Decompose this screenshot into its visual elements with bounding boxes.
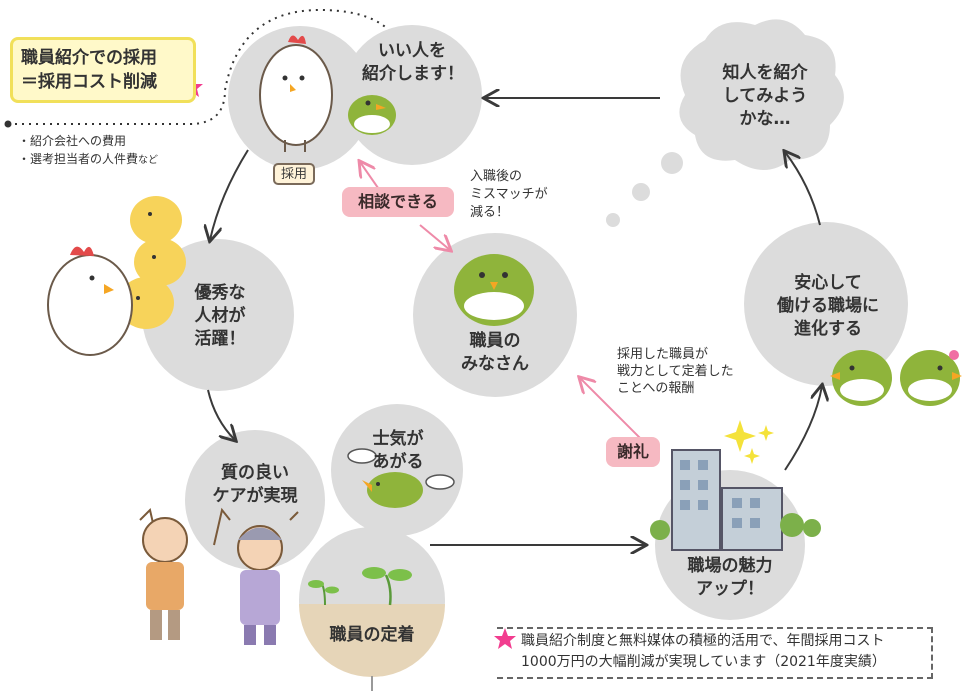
- mismatch-text: 入職後の ミスマッチが 減る！: [470, 168, 548, 222]
- hire-tag: 採用: [273, 163, 315, 185]
- appeal-line1: 職場の魅力: [687, 556, 773, 576]
- reward-arrow: [580, 378, 643, 441]
- appeal-line2: アップ！: [696, 579, 764, 599]
- reward-desc: 採用した職員が 戦力として定着した ことへの報酬: [617, 346, 734, 397]
- evolve-circle: [744, 222, 908, 386]
- grandparents-icon: [139, 507, 299, 645]
- callout-line1: 職員紹介での採用: [21, 48, 157, 68]
- cost-callout: 職員紹介での採用 ＝採用コスト削減: [10, 37, 196, 103]
- buildings-icon: [650, 449, 821, 551]
- reward-line3: ことへの報酬: [617, 381, 695, 396]
- morale-circle: [331, 404, 463, 536]
- cost-item-2-text: ・選考担当者の人件費: [18, 152, 139, 166]
- mismatch-line1: 入職後の: [470, 169, 523, 184]
- chicks-and-chicken-icon: [47, 196, 186, 356]
- staff-text: 職員の みなさん: [445, 330, 545, 376]
- consult-pill: 相談できる: [342, 187, 454, 217]
- arrow-excellent-to-care: [207, 389, 235, 440]
- thought-cloud: [606, 19, 844, 227]
- thought-line2: してみよう: [722, 86, 808, 106]
- connector-dot: [4, 120, 12, 128]
- star-icon: [494, 628, 516, 649]
- arrow-hire-to-excellent: [210, 149, 249, 240]
- arrow-evolve-to-thought: [785, 152, 821, 226]
- excellent-line2: 人材が: [194, 306, 246, 326]
- thought-line1: 知人を紹介: [722, 63, 808, 83]
- white-chicken-icon: [259, 35, 333, 152]
- reward-pill: 謝礼: [606, 437, 660, 467]
- appeal-text: 職場の魅力 アップ！: [680, 555, 780, 601]
- mismatch-line3: 減る！: [470, 205, 510, 220]
- care-text: 質の良い ケアが実現: [205, 462, 305, 508]
- morale-line2: あがる: [372, 452, 424, 472]
- two-birds-icon: [830, 350, 962, 406]
- cost-item-2: ・選考担当者の人件費など: [18, 150, 158, 170]
- cost-item-2-suffix: など: [138, 155, 159, 166]
- excellent-line1: 優秀な: [194, 283, 246, 303]
- morale-text: 士気が あがる: [358, 428, 438, 474]
- staff-line2: みなさん: [461, 354, 529, 374]
- green-bird-icon: [348, 95, 396, 135]
- evolve-line3: 進化する: [794, 319, 862, 339]
- referral-line2: 紹介します！: [362, 64, 464, 84]
- referral-line1: いい人を: [378, 41, 446, 61]
- evolve-text: 安心して 働ける職場に 進化する: [766, 272, 890, 341]
- reward-line2: 戦力として定着した: [617, 364, 734, 379]
- dotted-connector: [8, 8, 406, 125]
- consult-arrow-down: [419, 224, 450, 250]
- care-circle: [185, 430, 325, 570]
- evolve-line1: 安心して: [794, 273, 862, 293]
- staff-bird-icon: [454, 254, 534, 326]
- staff-line1: 職員の: [469, 331, 521, 351]
- excellent-text: 優秀な 人材が 活躍！: [180, 282, 260, 351]
- sprouts-icon: [308, 567, 412, 606]
- retention-text: 職員の定着: [329, 625, 415, 645]
- referral-text: いい人を 紹介します！: [362, 40, 464, 86]
- sparkle-icon: [724, 420, 774, 464]
- soil: [299, 604, 445, 677]
- evolve-line2: 働ける職場に: [777, 296, 879, 316]
- cost-note: 職員紹介制度と無料媒体の積極的活用で、年間採用コスト 1000万円の大幅削減が実…: [497, 627, 933, 679]
- flying-bird-icon: [347, 448, 455, 508]
- note-line1: 職員紹介制度と無料媒体の積極的活用で、年間採用コスト: [521, 633, 885, 649]
- care-line1: 質の良い: [221, 463, 289, 483]
- excellent-line3: 活躍！: [194, 329, 246, 349]
- thought-text: 知人を紹介 してみよう かな…: [700, 62, 830, 131]
- reward-line1: 採用した職員が: [617, 347, 709, 362]
- care-line2: ケアが実現: [212, 486, 298, 506]
- callout-line2: ＝採用コスト削減: [21, 72, 157, 92]
- thought-line3: かな…: [739, 109, 791, 129]
- mismatch-line2: ミスマッチが: [470, 187, 548, 202]
- note-line2: 1000万円の大幅削減が実現しています（2021年度実績）: [521, 654, 886, 670]
- morale-line1: 士気が: [372, 429, 424, 449]
- arrow-appeal-to-evolve: [784, 386, 822, 471]
- cost-item-1: ・紹介会社への費用: [18, 134, 127, 148]
